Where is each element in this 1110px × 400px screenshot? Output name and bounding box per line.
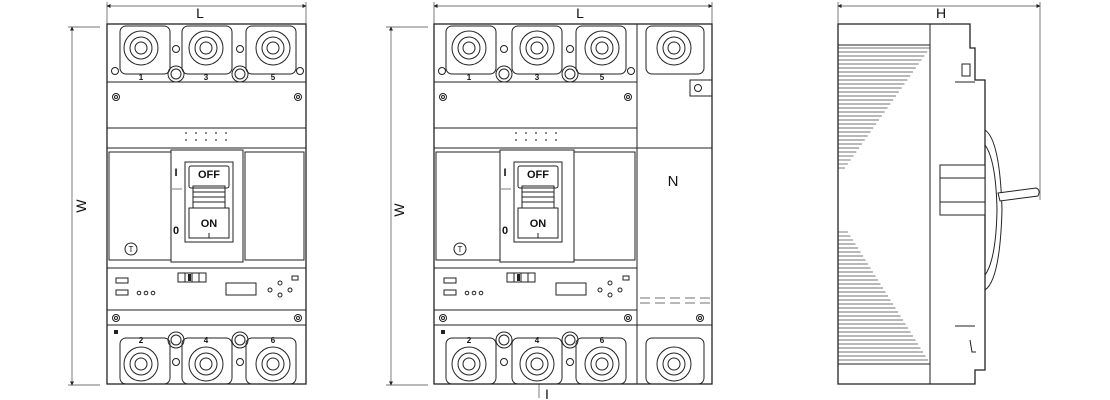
off-position-mark: I: [174, 167, 177, 179]
test-button-label: T: [129, 245, 134, 254]
length-label-1: L: [196, 5, 204, 21]
accessory-strip-4p: [443, 272, 630, 298]
terminal-label-bottom-4: 4: [204, 336, 209, 345]
off-label: OFF: [198, 169, 220, 181]
dimension-lines: [68, 2, 1041, 398]
on-position-mark: 0: [173, 225, 179, 237]
terminal-label-top-1-4p: 1: [467, 73, 472, 82]
front-view-3pole: 1 3 5 OFF ON I 0 T: [106, 23, 307, 385]
accessory-strip: [115, 272, 299, 298]
terminal-label-top-5-4p: 5: [600, 73, 605, 82]
on-label-4p: ON: [530, 218, 547, 230]
terminal-label-bottom-6-4p: 6: [600, 336, 605, 345]
ribbed-cover-top: [838, 47, 930, 169]
off-label-4p: OFF: [527, 169, 549, 181]
test-button-label-4p: T: [458, 245, 463, 254]
side-view: [837, 23, 1040, 385]
vent-dots: [185, 132, 227, 141]
width-label-1: W: [73, 199, 89, 213]
bottom-terminal-bays-4p: [441, 330, 705, 385]
terminal-label-bottom-6: 6: [271, 336, 276, 345]
bottom-terminal-bays: [114, 330, 297, 385]
handle-block-4p: [499, 149, 575, 263]
top-terminal-bays-4p: [438, 25, 713, 97]
width-label-2: W: [391, 203, 407, 217]
terminal-label-top-3-4p: 3: [535, 73, 540, 82]
terminal-label-bottom-4-4p: 4: [535, 336, 540, 345]
height-label: H: [936, 5, 946, 21]
ribbed-cover-bottom: [838, 231, 928, 361]
depth-label: I: [545, 386, 549, 400]
front-view-4pole: 1 3 5 OFF ON I 0 T N: [433, 23, 713, 385]
test-button: [124, 242, 138, 256]
on-position-mark-4p: 0: [502, 225, 508, 237]
terminal-label-top-3: 3: [204, 73, 209, 82]
on-label: ON: [201, 218, 218, 230]
terminal-label-bottom-2-4p: 2: [467, 336, 472, 345]
vent-dots-4p: [515, 132, 557, 141]
test-button-4p: [453, 242, 467, 256]
top-terminal-bays: [111, 25, 304, 83]
off-position-mark-4p: I: [503, 167, 506, 179]
terminal-label-top-5: 5: [271, 73, 276, 82]
terminal-label-top-1: 1: [139, 73, 144, 82]
neutral-label: N: [668, 173, 679, 190]
terminal-label-bottom-2: 2: [139, 336, 144, 345]
length-label-2: L: [576, 5, 584, 21]
handle-block: [170, 149, 244, 263]
